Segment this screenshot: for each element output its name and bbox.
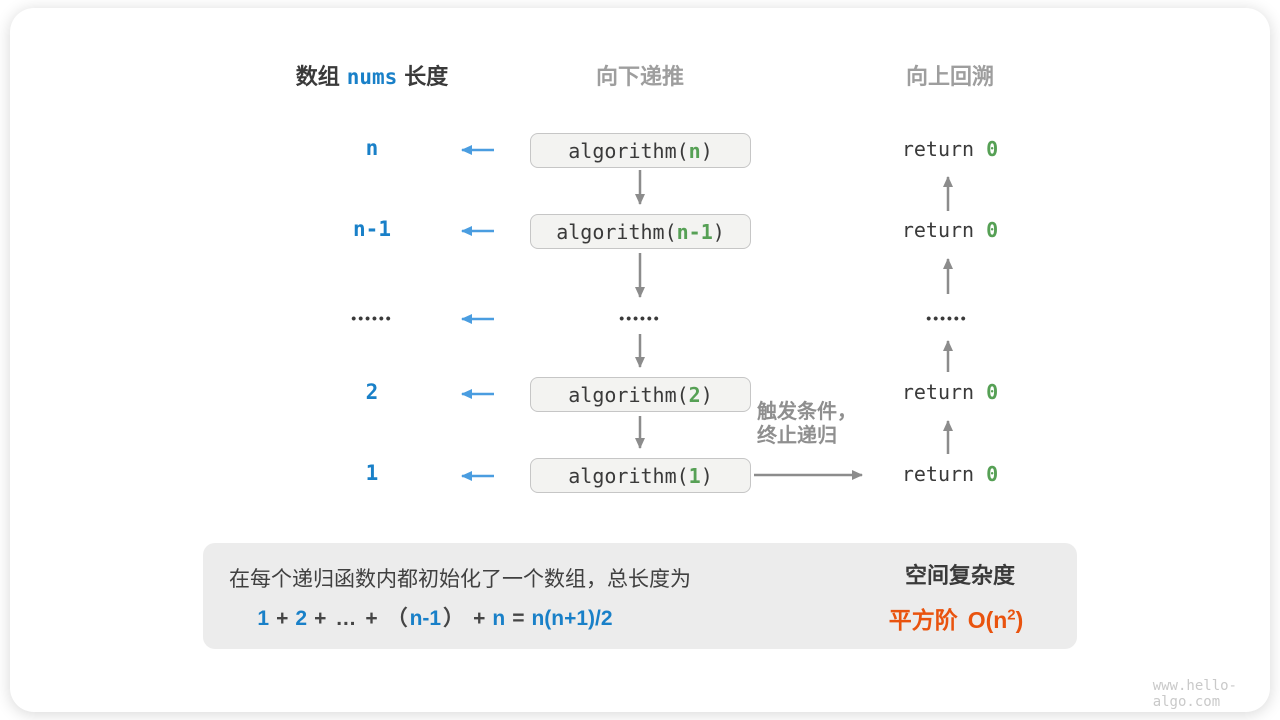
- conclusion-value: 平方阶 O(n2): [889, 601, 1024, 635]
- call-prefix: algorithm(: [568, 138, 689, 163]
- header-backtrack: 向上回溯: [905, 64, 995, 89]
- return-statement-1: return 0: [902, 137, 998, 161]
- header-nums-code: nums: [346, 65, 398, 89]
- call-arg: n-1: [676, 219, 713, 244]
- formula-term-n: n: [492, 607, 506, 630]
- formula-lparen: （: [386, 607, 408, 630]
- call-suffix: ): [700, 138, 713, 163]
- return-keyword: return: [901, 462, 975, 486]
- length-label-2: 2: [365, 380, 379, 404]
- return-value: 0: [986, 137, 999, 161]
- call-box-n: algorithm(n): [530, 133, 751, 168]
- return-value: 0: [986, 462, 999, 486]
- call-box-n-1: algorithm(n-1): [530, 214, 751, 249]
- trigger-note-line1: 触发条件，: [757, 401, 857, 423]
- watermark: www.hello-algo.com: [1152, 678, 1237, 710]
- call-suffix: ): [700, 382, 713, 407]
- length-label-n-1: n-1: [353, 217, 391, 241]
- header-array-prefix: 数组: [295, 64, 340, 89]
- return-keyword: return: [901, 218, 975, 242]
- return-statement-3: return 0: [902, 380, 998, 404]
- bigO-suffix: ): [1015, 607, 1024, 633]
- formula-plus: +: [314, 607, 327, 630]
- call-arg: 1: [688, 463, 701, 488]
- formula-plus: +: [365, 607, 378, 630]
- call-arg: 2: [688, 382, 701, 407]
- header-recurse: 向下递推: [595, 64, 685, 89]
- formula-equals: =: [512, 607, 525, 630]
- call-box-2: algorithm(2): [530, 377, 751, 412]
- summary-panel: [203, 543, 1077, 649]
- call-arg: n: [688, 138, 701, 163]
- call-box-1: algorithm(1): [530, 458, 751, 493]
- conclusion-title: 空间复杂度: [904, 563, 1016, 588]
- trigger-note: 触发条件， 终止递归: [757, 400, 857, 448]
- call-prefix: algorithm(: [556, 219, 677, 244]
- return-statement-4: return 0: [902, 462, 998, 486]
- return-statement-2: return 0: [902, 218, 998, 242]
- formula-plus: +: [276, 607, 289, 630]
- formula-term-1: 1: [257, 607, 270, 630]
- call-suffix: ): [712, 219, 725, 244]
- call-prefix: algorithm(: [568, 463, 689, 488]
- length-label-1: 1: [365, 461, 379, 485]
- formula-term-n-1: n-1: [409, 607, 442, 630]
- formula-term-2: 2: [295, 607, 308, 630]
- length-label-n: n: [365, 136, 379, 160]
- bigO-exponent: 2: [1007, 606, 1016, 624]
- return-keyword: return: [901, 137, 975, 161]
- bigO-prefix: O(n: [967, 607, 1008, 633]
- formula-rparen: ）: [443, 607, 465, 630]
- conclusion-grade: 平方阶: [888, 607, 958, 633]
- return-value: 0: [986, 218, 999, 242]
- trigger-note-line2: 终止递归: [757, 425, 837, 447]
- call-ellipsis: ••••••: [619, 310, 661, 326]
- call-suffix: ): [700, 463, 713, 488]
- formula-result: n(n+1)/2: [531, 607, 613, 630]
- formula-ellipsis: …: [335, 607, 357, 630]
- length-ellipsis: ••••••: [351, 310, 393, 326]
- header-array-suffix: 长度: [404, 64, 449, 89]
- return-ellipsis: ••••••: [926, 310, 968, 326]
- return-keyword: return: [901, 380, 975, 404]
- summary-text: 在每个递归函数内都初始化了一个数组，总长度为: [229, 568, 691, 591]
- return-value: 0: [986, 380, 999, 404]
- summary-formula: 1 +2 + … + （n-1） + n = n(n+1)/2: [257, 602, 612, 632]
- formula-plus: +: [473, 607, 486, 630]
- call-prefix: algorithm(: [568, 382, 689, 407]
